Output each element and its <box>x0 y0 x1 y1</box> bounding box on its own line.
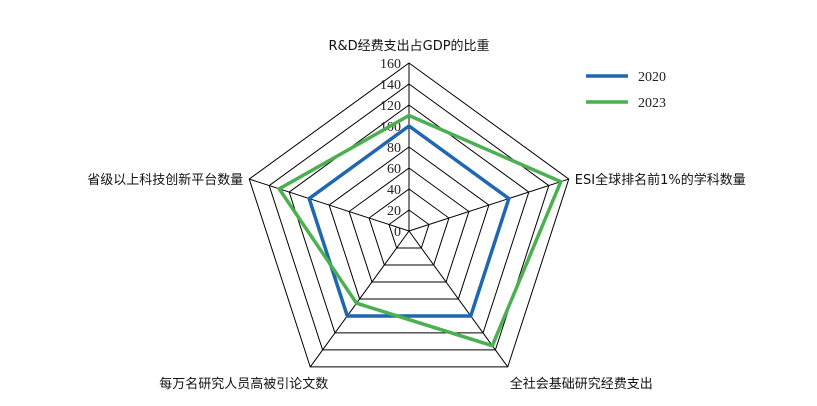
grid-ring <box>288 104 530 334</box>
tick-label: 160 <box>380 57 401 72</box>
grid-ring <box>248 62 570 368</box>
grid-ring <box>348 167 470 283</box>
legend-label: 2023 <box>638 96 666 111</box>
grid-ring <box>368 188 450 266</box>
grid-ring <box>268 83 550 351</box>
tick-label: 20 <box>387 204 401 219</box>
series-line-2023 <box>276 113 564 348</box>
tick-label: 140 <box>380 78 401 93</box>
tick-label: 40 <box>387 183 401 198</box>
grid-ring <box>328 146 490 300</box>
legend: 2020 2023 <box>586 70 666 111</box>
grid-ring <box>388 209 430 249</box>
radar-spoke <box>408 178 569 232</box>
axis-label: 全社会基础研究经费支出 <box>510 376 653 392</box>
radar-series <box>276 113 564 348</box>
axis-label: ESI全球排名前1%的学科数量 <box>575 172 746 188</box>
tick-label: 60 <box>387 162 401 177</box>
radar-spoke <box>309 230 410 368</box>
radar-axis-labels: R&D经费支出占GDP的比重 ESI全球排名前1%的学科数量全社会基础研究经费支出… <box>87 38 746 392</box>
axis-label: R&D经费支出占GDP的比重 <box>328 38 489 54</box>
tick-label: 80 <box>387 141 401 156</box>
tick-label: 0 <box>394 225 401 240</box>
axis-label: 省级以上科技创新平台数量 <box>87 172 243 188</box>
legend-label: 2020 <box>638 70 666 85</box>
radar-spoke <box>249 178 410 232</box>
series-line-2020 <box>307 123 511 318</box>
tick-label: 120 <box>380 99 401 114</box>
axis-label: 每万名研究人员高被引论文数 <box>159 376 328 392</box>
